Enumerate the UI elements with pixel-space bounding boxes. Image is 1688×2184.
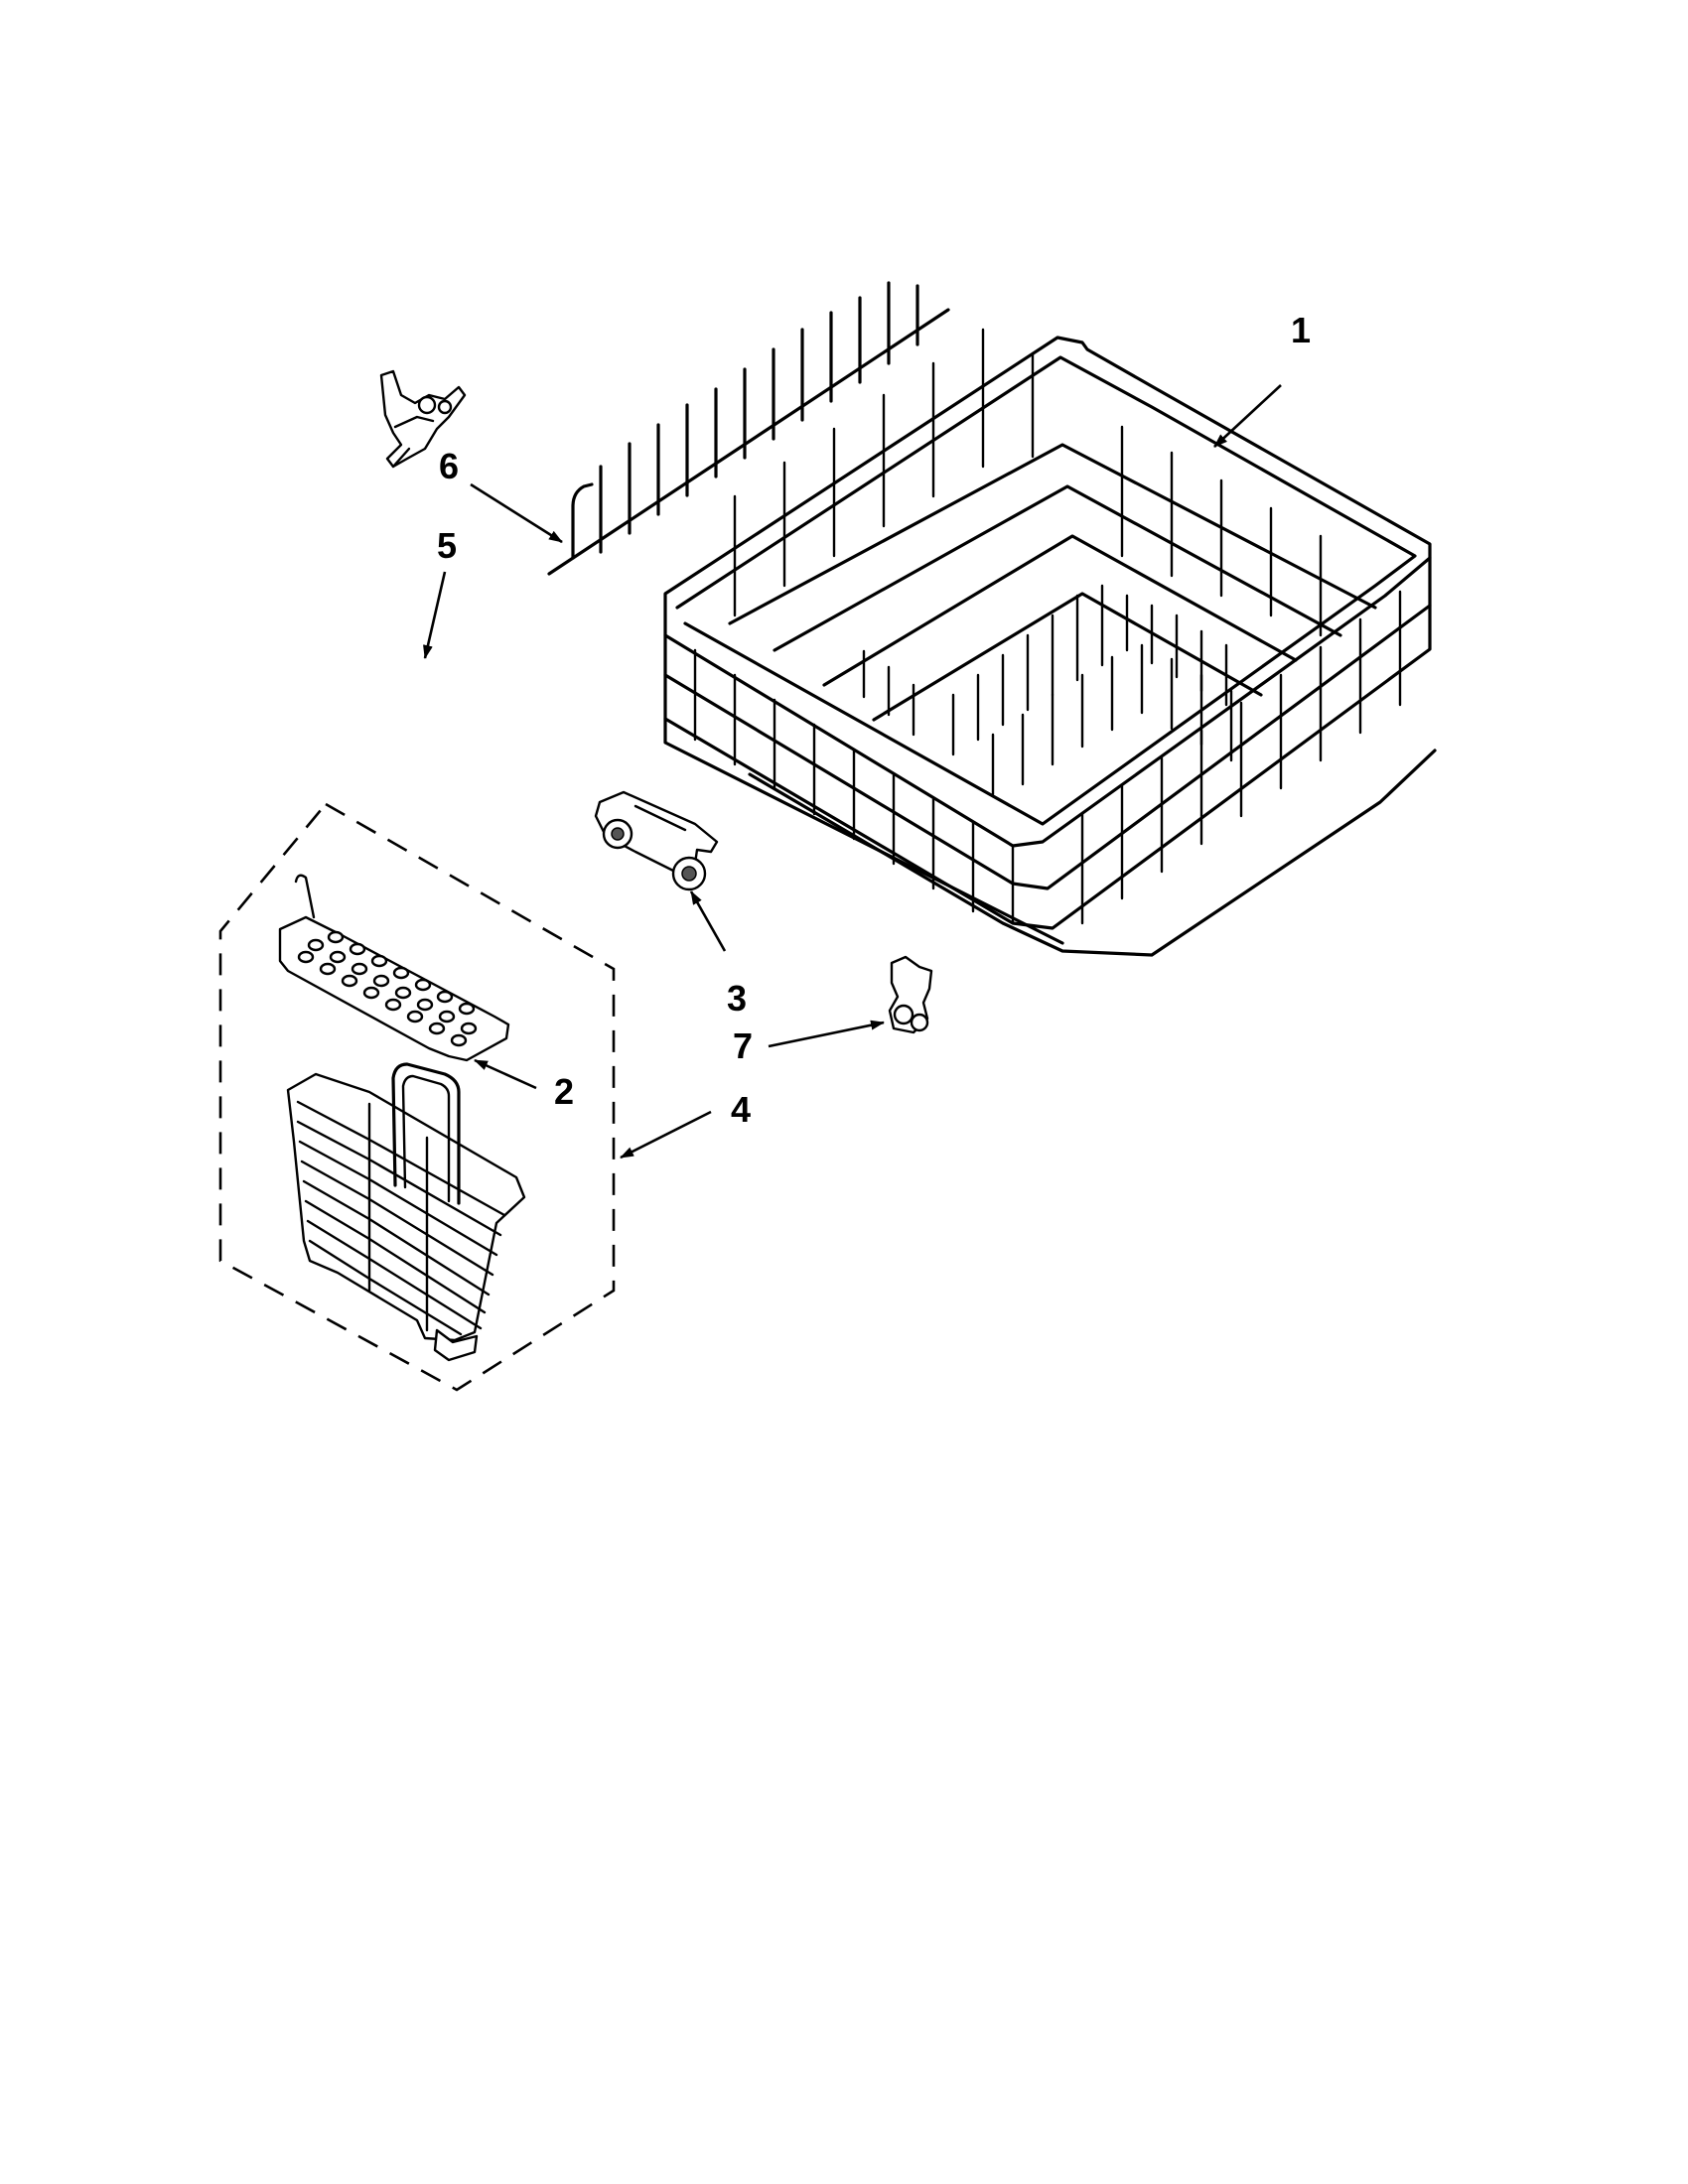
part-2-basket-lid: [278, 874, 510, 1062]
part-5-clip: [379, 369, 467, 469]
callout-6: 6: [439, 446, 459, 486]
leader-2: [474, 1058, 537, 1090]
part-4-silverware-basket-assembly: [218, 802, 616, 1392]
silverware-basket: [286, 1062, 526, 1362]
leader-4: [620, 1110, 712, 1160]
part-7-stop-clip: [888, 955, 933, 1034]
lid-holes: [297, 930, 478, 1047]
leader-1: [1213, 384, 1282, 448]
leader-6: [470, 482, 563, 544]
part-1-dishrack: [663, 328, 1437, 957]
callout-3: 3: [727, 978, 747, 1019]
leader-3: [689, 890, 727, 952]
callout-1: 1: [1291, 310, 1311, 350]
leader-5: [423, 571, 447, 659]
leader-lines: [423, 384, 1282, 1160]
callout-4: 4: [731, 1089, 751, 1130]
part-3-roller: [594, 790, 719, 891]
callout-7: 7: [733, 1025, 753, 1066]
callout-labels: 1 2 3 4 5 6 7: [437, 310, 1311, 1130]
part-6-tine-row: [547, 281, 950, 576]
rack-tines: [862, 584, 1233, 796]
callout-5: 5: [437, 525, 457, 566]
leader-7: [768, 1020, 885, 1048]
callout-2: 2: [554, 1071, 574, 1112]
